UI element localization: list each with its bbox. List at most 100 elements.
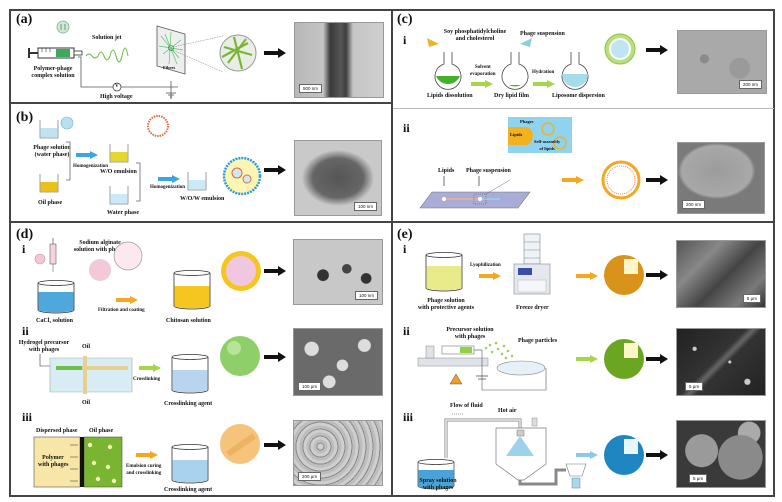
emulsion-curing-label: Emulsion curing and crosslinking (126, 463, 161, 477)
arrow-orange-icon (116, 296, 138, 304)
polymer-line1: Polymer (42, 455, 64, 461)
phage-solution-line1: Phage solution (33, 145, 71, 151)
lyophilization-label: Lyophilization (470, 263, 501, 268)
bracket (66, 141, 71, 181)
scale-bar: 5 μm (689, 474, 708, 483)
soy-label: Soy phosphatidylcholine and cholesterol (430, 29, 520, 43)
lipids-dissolution-label: Lipids dissolution (427, 93, 473, 99)
scale-bar: 100 μm (298, 382, 322, 391)
arrow-green-icon (471, 80, 493, 88)
scale-bar: 200 nm (682, 200, 706, 209)
freeze-dryer-icon (513, 233, 551, 295)
alginate-label: Sodium alginate solution with phages (70, 240, 130, 254)
alginate-line1: Sodium alginate (79, 240, 121, 246)
precursor-line1: Precursor solution (446, 327, 494, 333)
crosslinking-agent-iii-label: Crosslinking agent (164, 487, 213, 493)
oil-phase-iii-label: Oil phase (89, 428, 114, 434)
phage-protective-label: Phage solution with protective agents (414, 298, 478, 312)
tem-image-wow: 100 nm (294, 140, 382, 216)
panel-label-c: (c) (397, 12, 413, 27)
soy-line2: and cholesterol (455, 36, 495, 42)
flask-liposome-dispersion (561, 52, 589, 90)
beaker-wow-emulsion (187, 172, 207, 191)
scale-bar: 100 nm (354, 291, 378, 300)
syringe-caption-line1: Polymer-phage (33, 66, 73, 72)
sub-label-e-iii: iii (403, 410, 414, 424)
sub-label-e-i: i (403, 242, 407, 256)
polymer-label: Polymer with phages (38, 455, 69, 469)
circuit-wires (78, 56, 178, 99)
liposome-dispersion-label: Liposome dispersion (552, 93, 605, 99)
beaker-chitosan (173, 270, 211, 310)
sub-label-c-i: i (403, 33, 407, 47)
sub-label-d-i: i (22, 242, 26, 256)
arrow-orange-icon (562, 176, 584, 184)
arrow-right-icon (264, 165, 286, 175)
flask-lipids-dissolution (434, 52, 462, 90)
divider-horizontal-mid (9, 221, 775, 223)
arrow-blue-icon (76, 151, 98, 159)
electrospray-setup (417, 341, 547, 391)
homogenization-label-2: Homogenization (150, 185, 185, 190)
spray-dryer-diagram (417, 413, 587, 490)
beaker-crosslinking-ii (171, 354, 209, 394)
arrow-green-icon (139, 364, 161, 372)
sub-label-e-ii: ii (403, 324, 410, 338)
self-assembly-line1: Self-assembly (534, 139, 561, 144)
zoom-circle-icon (113, 241, 143, 271)
arrow-right-icon (646, 45, 668, 55)
dispersed-phase-label: Dispersed phase (36, 428, 78, 434)
wow-droplet-icon (222, 156, 262, 196)
arrow-orange-icon (136, 451, 158, 459)
alginate-line2: solution with phages (73, 247, 127, 253)
beaker-crosslinking-iii (171, 444, 209, 484)
lyophilized-powder-sphere-icon (604, 255, 644, 295)
arrow-green-icon (576, 355, 598, 363)
tem-image-fiber: 500 nm (294, 22, 384, 98)
polymer-line2: with phages (38, 462, 69, 468)
solvent-line1: Solvent (474, 65, 491, 70)
phage-solution-line2: (water phase) (34, 152, 70, 158)
polymer-bead-icon (220, 424, 260, 464)
oil-top-label: Oil (82, 344, 91, 350)
solution-jet-label: Solution jet (92, 35, 122, 41)
microfluidic-chip (419, 176, 531, 209)
phage-protective-line1: Phage solution (427, 298, 465, 304)
hot-air-label: Hot air (498, 408, 517, 414)
lipids-label: Lipids (438, 168, 455, 174)
dry-lipid-film-label: Dry lipid film (494, 93, 530, 99)
hydrogel-bead-icon (220, 336, 260, 376)
scale-bar: 500 nm (299, 84, 323, 93)
sub-label-c-ii: ii (403, 121, 410, 135)
arrow-right-icon (646, 450, 668, 460)
panel-label-e: (e) (397, 227, 413, 242)
phage-solution-caption: Phage solution (water phase) (28, 145, 76, 159)
wo-droplet-icon (147, 115, 169, 137)
sub-label-d-ii: ii (22, 324, 29, 338)
tem-image-alginate: 100 nm (293, 239, 383, 305)
sub-label-d-iii: iii (22, 410, 33, 424)
phage-particles-label: Phage particles (518, 338, 558, 344)
beaker-water-phase (109, 186, 129, 205)
arrow-right-icon (264, 266, 286, 276)
oil-bottom-label: Oil (82, 400, 91, 406)
microfluidic-cross-chip (39, 354, 133, 394)
voltmeter-icon (112, 82, 122, 92)
beaker-cacl2 (37, 280, 75, 314)
high-voltage-label: High voltage (100, 94, 133, 100)
water-phase-label: Water phase (107, 210, 140, 216)
alginate-bead-icon (89, 259, 111, 281)
self-assembly-label: Self-assembly of lipids (534, 138, 560, 152)
optical-image-microspheres: 200 μm (293, 420, 383, 486)
flow-of-fluid-label: Flow of fluid (450, 403, 483, 409)
spray-solution-label: Spray solution with phages (416, 478, 460, 492)
solution-jet-wave (85, 47, 129, 63)
arrow-right-icon (264, 440, 286, 450)
beaker-oil-phase (39, 174, 59, 193)
coated-bead-icon (221, 251, 261, 291)
blue-reagent-icon (520, 38, 532, 47)
liposome-ii-icon (601, 160, 641, 200)
emulsion-line2: and crosslinking (126, 471, 162, 476)
divider-c-i-ii (393, 108, 774, 109)
divider-vertical (391, 9, 393, 497)
